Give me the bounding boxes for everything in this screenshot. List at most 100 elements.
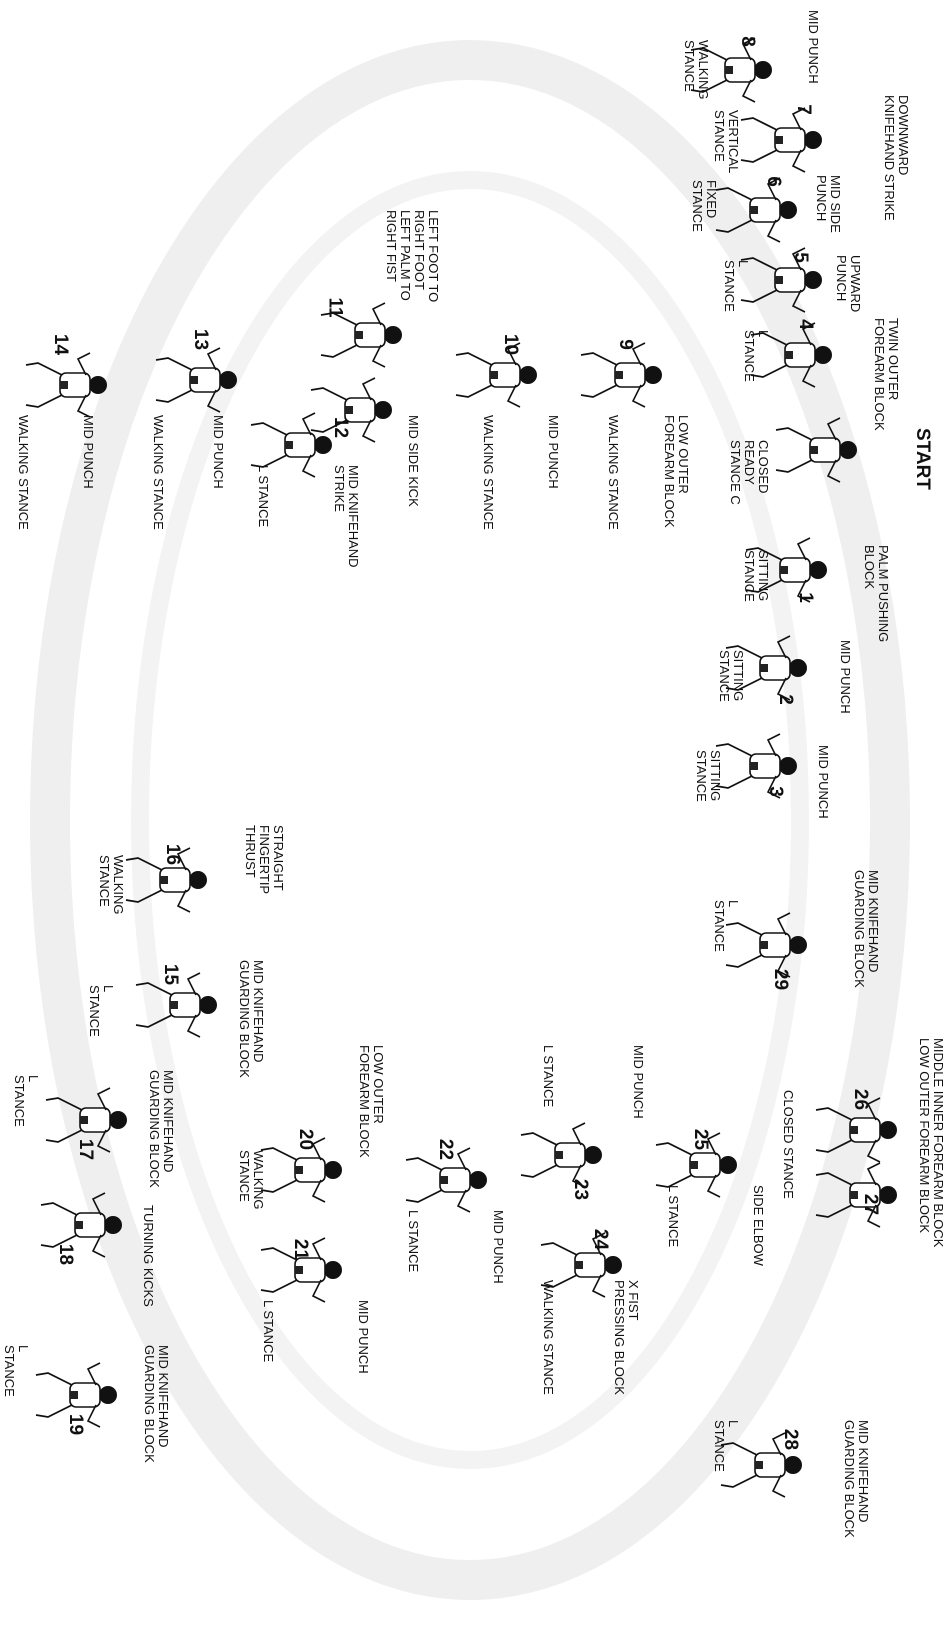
step-number: 11 [326,297,345,317]
step-number: 24 [591,1229,610,1250]
move-label: MID KNIFEHAND STRIKE [332,465,360,568]
step-number: 22 [436,1139,455,1160]
move-label: LOW OUTER FOREARM BLOCK [662,415,690,528]
move-label: MID KNIFEHAND GUARDING BLOCK [842,1420,870,1538]
belt-shape [785,351,793,359]
fighter-figure-3 [710,726,800,806]
belt-shape [850,1191,858,1199]
arm-right [743,80,755,102]
head-icon [839,441,857,459]
fighter-figure-13 [150,340,240,420]
fighter-figure-12k [305,370,395,450]
leg-left [36,1373,72,1385]
leg-left [816,1173,852,1185]
stance-label: L STANCE [256,465,270,527]
head-icon [199,996,217,1014]
leg-right [521,1165,557,1177]
stance-label: L STANCE [712,900,740,952]
step-number: 28 [781,1429,800,1450]
stance-label: SITTING STANCE [694,750,722,802]
belt-shape [490,371,498,379]
belt-shape [60,381,68,389]
leg-right [136,1015,172,1027]
move-label: MID PUNCH [491,1210,505,1284]
head-icon [804,271,822,289]
arm-right [78,395,90,417]
head-icon [879,1186,897,1204]
step-number: 25 [691,1129,710,1150]
stance-label: LEFT FOOT TO RIGHT FOOT LEFT PALM TO RIG… [384,210,440,302]
leg-right [741,150,777,162]
move-label: SIDE ELBOW [751,1185,765,1266]
leg-right [321,345,357,357]
leg-right [126,890,162,902]
head-icon [469,1171,487,1189]
belt-shape [750,762,758,770]
step-number: 1 [796,592,815,603]
leg-left [741,118,777,130]
belt-shape [760,941,768,949]
arm-right [773,1475,785,1497]
fighter-figure-6 [710,170,800,250]
stance-label: L STANCE [12,1075,40,1127]
belt-shape [555,1151,563,1159]
leg-left [656,1143,692,1155]
step-number: 13 [191,329,210,350]
leg-left [261,1148,297,1160]
move-label: LOW OUTER FOREARM BLOCK [357,1045,385,1158]
leg-right [261,1180,297,1192]
belt-shape [355,331,363,339]
leg-left [716,188,752,200]
head-icon [809,561,827,579]
stance-label: WALKING STANCE [16,415,30,530]
move-label: MID PUNCH [631,1045,645,1119]
arm-right [593,1275,605,1297]
stance-label: SITTING STANCE [742,550,770,602]
move-label: MID KNIFEHAND GUARDING BLOCK [237,960,265,1078]
arm-left [778,636,790,658]
step-number: 4 [796,319,815,330]
arm-left [828,418,840,440]
leg-left [156,358,192,370]
leg-right [776,460,812,472]
belt-shape [615,371,623,379]
arm-left [363,378,375,400]
stance-label: L STANCE [87,985,115,1037]
leg-left [581,353,617,365]
arm-right [828,460,840,482]
start-label: START [911,428,933,490]
belt-shape [70,1391,78,1399]
leg-right [721,1475,757,1487]
move-label: UPWARD PUNCH [834,255,862,312]
leg-right [816,1140,852,1152]
stance-label: L STANCE [712,1420,740,1472]
leg-right [816,1205,852,1217]
step-number: 5 [791,252,810,263]
belt-shape [295,1266,303,1274]
fighter-figure-10 [450,335,540,415]
step-number: 19 [66,1414,85,1435]
step-number: 21 [291,1239,310,1260]
step-number: 20 [296,1129,315,1150]
arm-left [188,973,200,995]
belt-shape [725,66,733,74]
move-label: X FIST PRESSING BLOCK [612,1280,640,1395]
fighter-figure-27 [810,1155,900,1235]
step-number: 29 [771,969,790,990]
belt-shape [295,1166,303,1174]
leg-left [251,423,287,435]
step-number: 7 [794,104,813,115]
move-label: MID PUNCH [806,10,820,84]
move-label: MID KNIFEHAND GUARDING BLOCK [852,870,880,988]
fighter-figure-14 [20,345,110,425]
stance-label: SITTING STANCE [717,650,745,702]
arm-right [98,1130,110,1152]
move-label: TURNING KICKS [141,1205,155,1307]
stance-label: L STANCE [722,260,750,312]
head-icon [324,1161,342,1179]
stance-label: L STANCE [541,1045,555,1107]
leg-right [311,420,347,432]
stance-label: CLOSED READY STANCE C [728,440,770,505]
belt-shape [75,1221,83,1229]
head-icon [789,659,807,677]
